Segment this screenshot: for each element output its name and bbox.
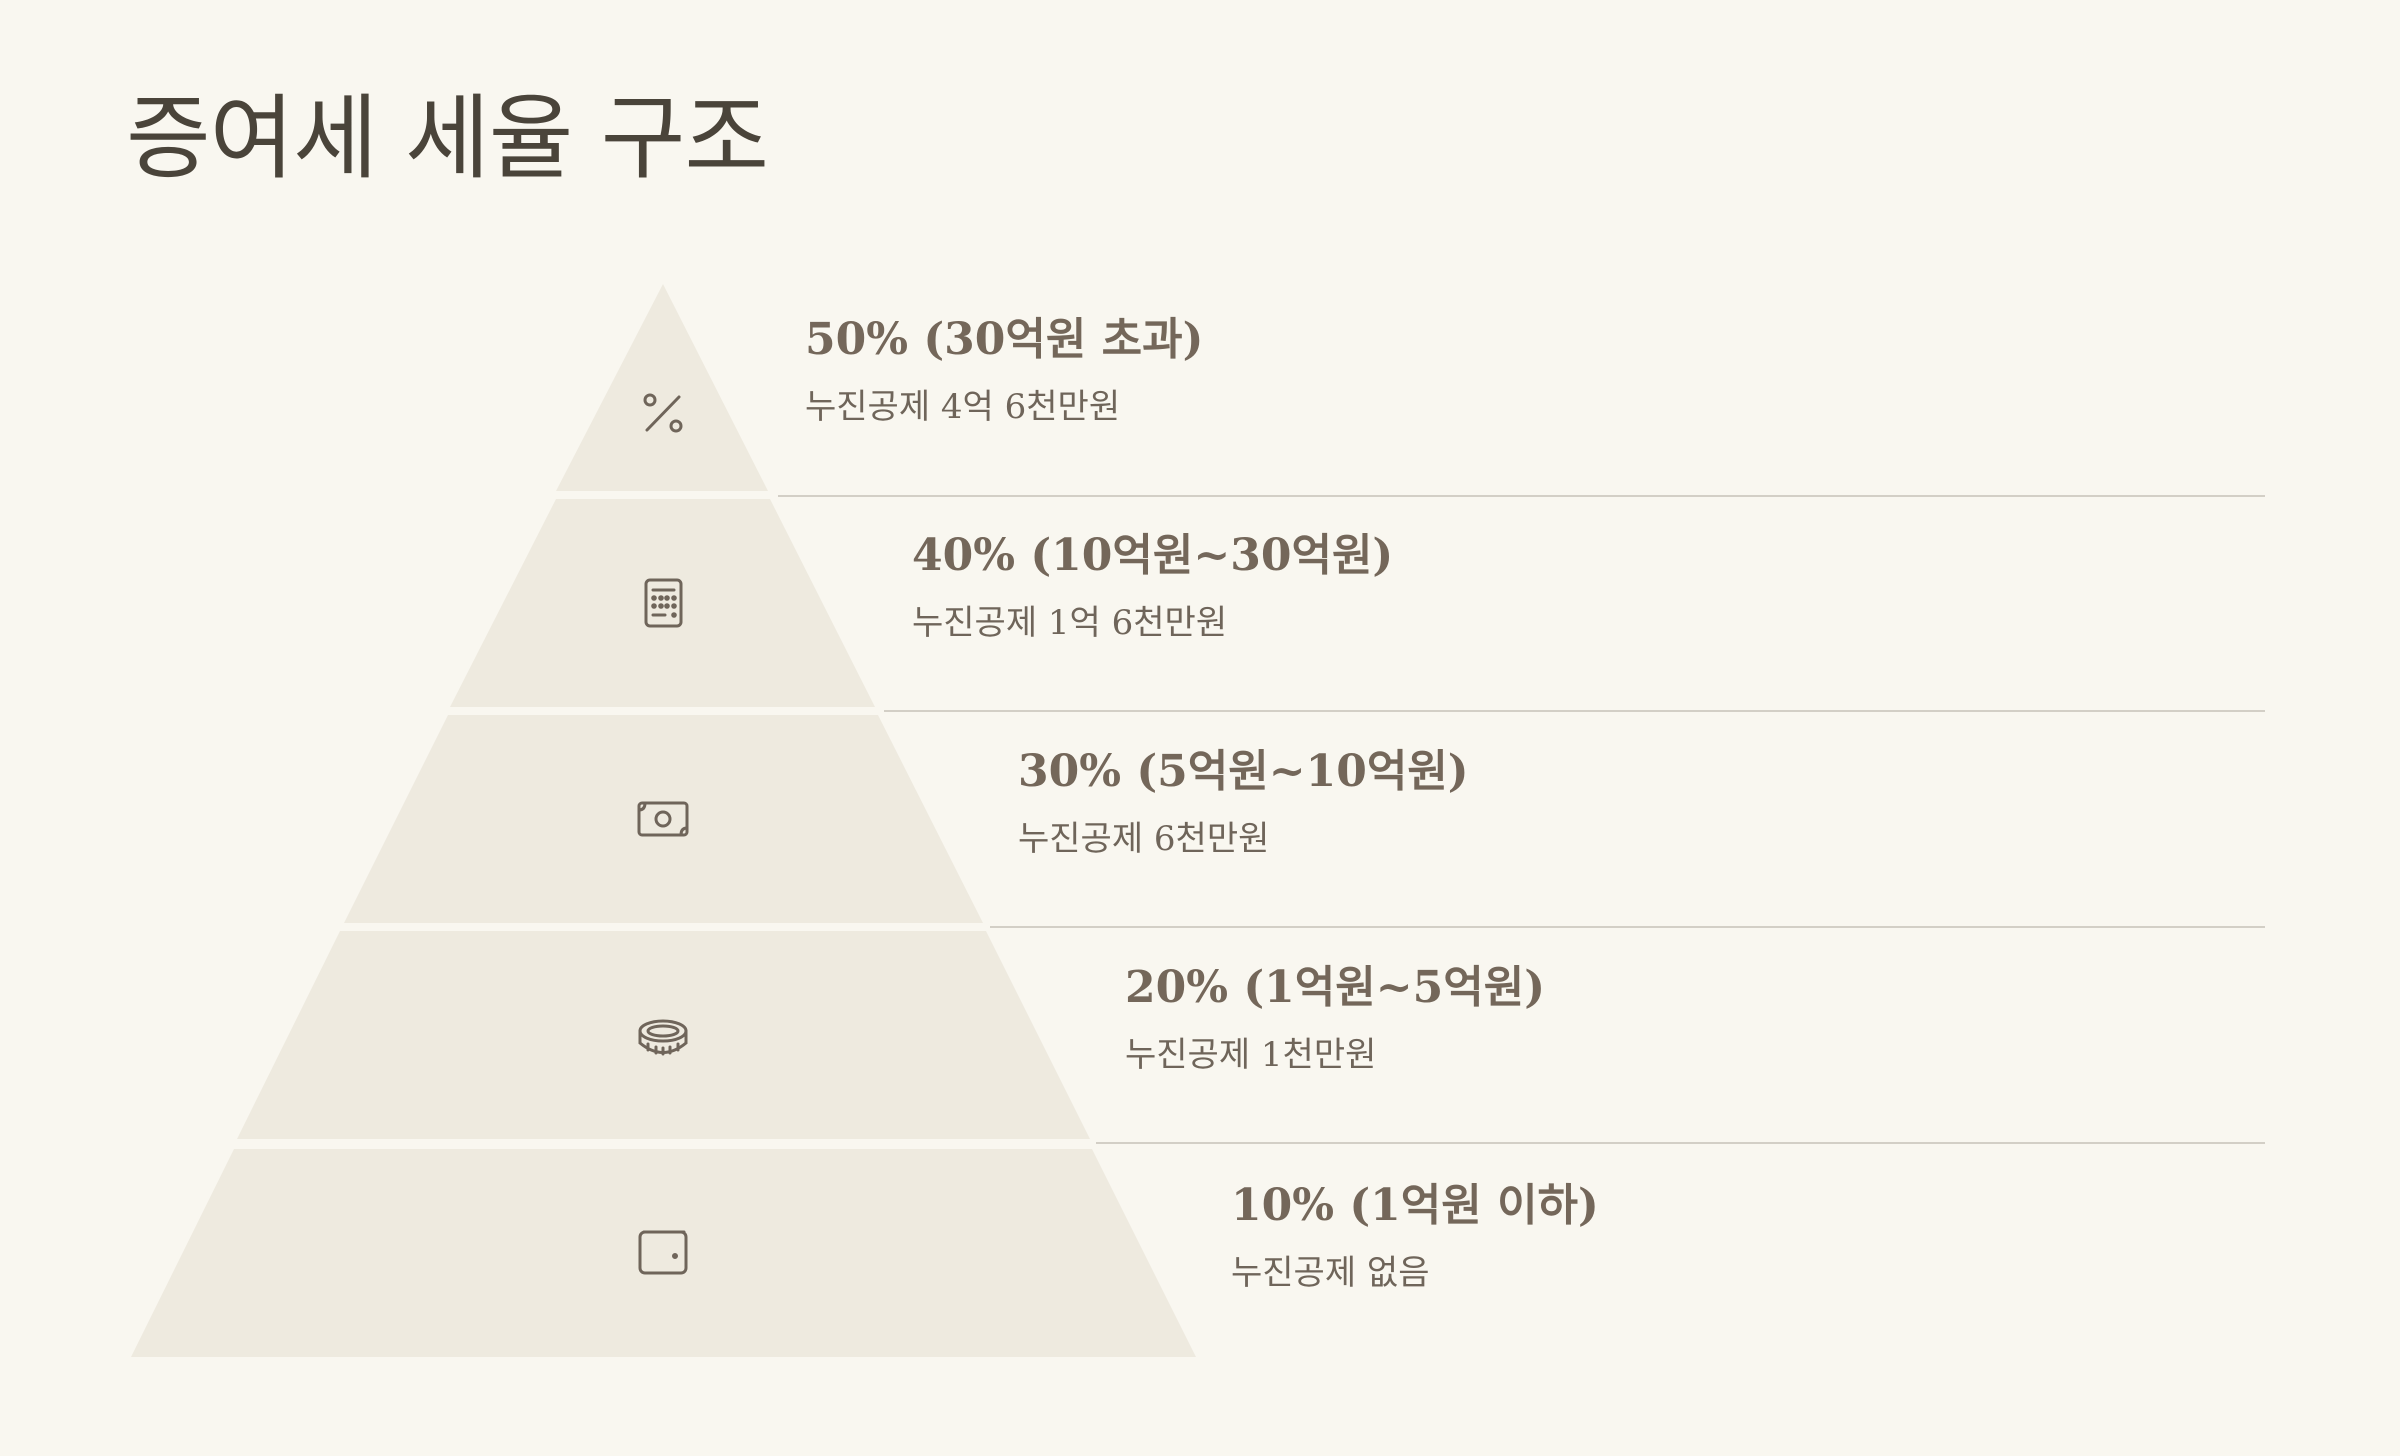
tier-2-label: 40% (10억원~30억원) 누진공제 1억 6천만원 [912, 530, 1394, 643]
tier-4-deduction: 누진공제 1천만원 [1125, 1035, 1377, 1075]
tier-3-deduction: 누진공제 6천만원 [1018, 819, 1270, 859]
tier-3-heading: 30% (5억원~10억원) [1018, 746, 1469, 797]
pyramid-tier-5 [131, 1149, 1196, 1357]
tier-1-label: 50% (30억원 초과) 누진공제 4억 6천만원 [805, 314, 1204, 427]
tier-5-heading: 10% (1억원 이하) [1231, 1180, 1599, 1231]
tier-4-heading: 20% (1억원~5억원) [1125, 962, 1546, 1013]
banknote-icon [637, 801, 689, 837]
coin-icon [638, 1019, 688, 1056]
pyramid-tier-1 [556, 284, 768, 491]
tier-3-label: 30% (5억원~10억원) 누진공제 6천만원 [1018, 746, 1469, 859]
tier-4-label: 20% (1억원~5억원) 누진공제 1천만원 [1125, 962, 1546, 1075]
tier-2-deduction: 누진공제 1억 6천만원 [912, 603, 1228, 643]
tier-1-heading: 50% (30억원 초과) [805, 314, 1204, 365]
wallet-icon [638, 1230, 688, 1275]
percent-icon [643, 393, 683, 433]
pyramid-tier-3 [344, 715, 983, 923]
tier-1-deduction: 누진공제 4억 6천만원 [805, 387, 1121, 427]
pyramid-tier-2 [450, 499, 875, 707]
tier-5-label: 10% (1억원 이하) 누진공제 없음 [1231, 1180, 1599, 1293]
tier-5-deduction: 누진공제 없음 [1231, 1253, 1430, 1293]
tier-2-heading: 40% (10억원~30억원) [912, 530, 1394, 581]
page-title: 증여세 세율 구조 [126, 85, 769, 192]
calculator-icon [644, 578, 683, 628]
